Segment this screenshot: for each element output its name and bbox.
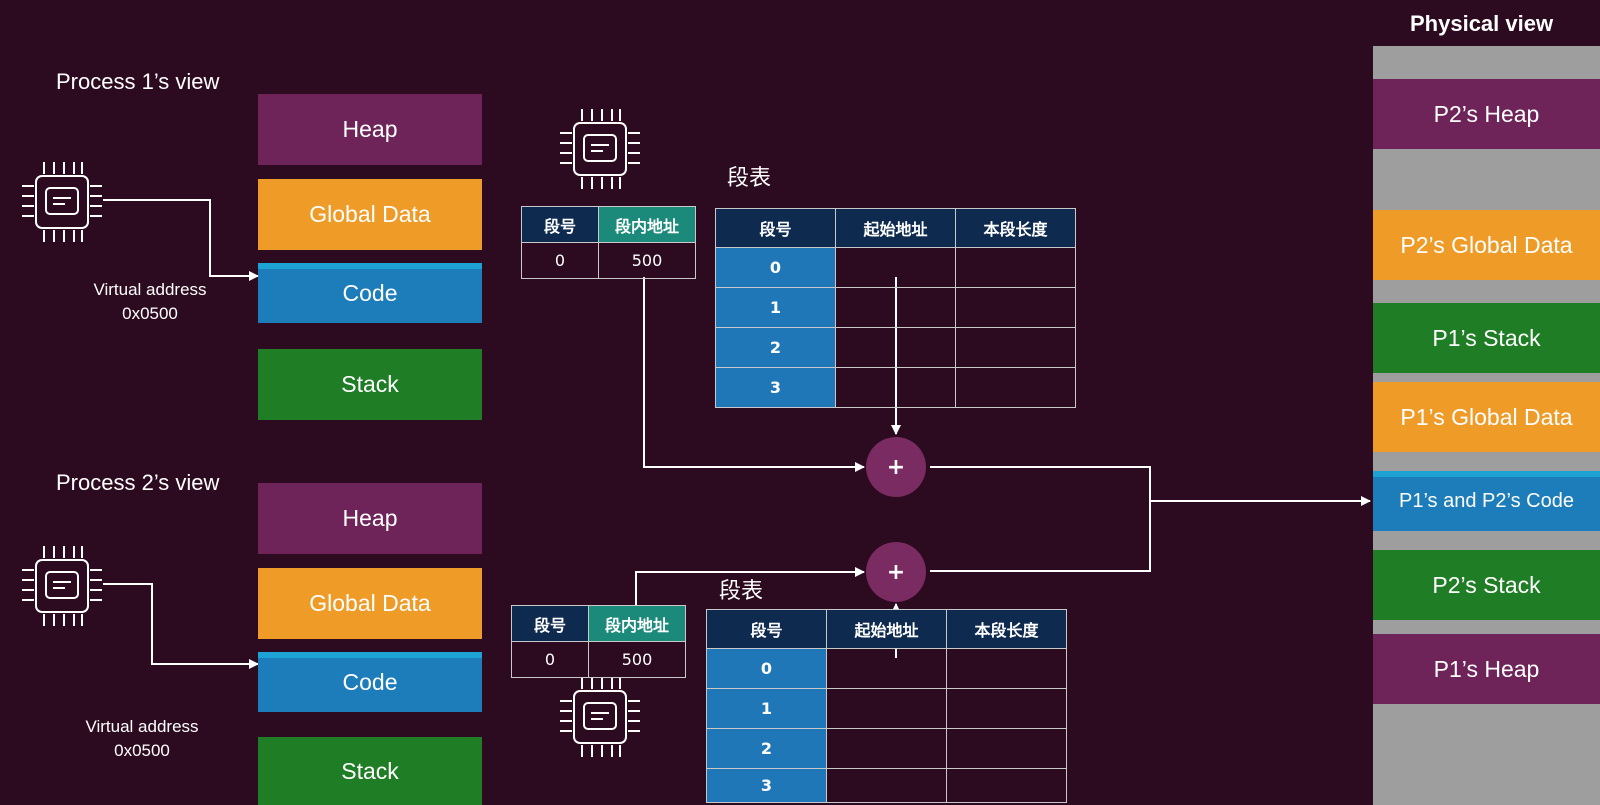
process2-virtual-address: Virtual address 0x0500 [62, 715, 222, 763]
arrow-offset-bottom-to-adder [635, 567, 865, 605]
segment-table-bottom-title: 段表 [719, 579, 764, 604]
process1-code-segment: Code [258, 263, 482, 323]
vaddr-label: Virtual address [93, 280, 207, 299]
line-adder-top-out [930, 466, 1151, 572]
adder-top: + [866, 437, 926, 497]
segment-table-index: 2 [706, 728, 827, 769]
process1-global-data-segment: Global Data [258, 179, 482, 250]
physical-p1-heap: P1’s Heap [1373, 634, 1600, 704]
table-cell [826, 688, 947, 729]
table-cell [835, 367, 956, 408]
segment-table-index: 3 [715, 367, 836, 408]
segment-table-top: 段号 起始地址 本段长度 0 1 2 3 [715, 208, 1076, 408]
table-cell [955, 287, 1076, 328]
vaddr-value: 0x0500 [114, 741, 170, 760]
segment-table-index: 0 [706, 648, 827, 689]
segment-table-header: 段号 [706, 609, 827, 649]
process2-global-data-segment: Global Data [258, 568, 482, 639]
process2-stack-segment: Stack [258, 737, 482, 805]
vaddr-value: 0x0500 [122, 304, 178, 323]
arrow-chip1-to-code [103, 199, 259, 281]
table-cell [946, 688, 1067, 729]
segment-table-header: 本段长度 [955, 208, 1076, 248]
segment-table-index: 3 [706, 768, 827, 803]
address-segment-number-value: 0 [521, 242, 599, 279]
segment-table-header: 本段长度 [946, 609, 1067, 649]
segment-table-index: 1 [715, 287, 836, 328]
table-cell [826, 768, 947, 803]
address-offset-value: 500 [598, 242, 696, 279]
cpu-chip-icon [22, 546, 102, 626]
table-cell [835, 287, 956, 328]
table-cell [826, 728, 947, 769]
vaddr-label: Virtual address [85, 717, 199, 736]
segment-table-header: 段号 [715, 208, 836, 248]
table-cell [955, 367, 1076, 408]
physical-p1-stack: P1’s Stack [1373, 303, 1600, 373]
process2-title: Process 2’s view [56, 470, 220, 495]
table-cell [835, 247, 956, 288]
cpu-chip-icon [560, 677, 640, 757]
address-col-offset: 段内地址 [598, 206, 696, 243]
cpu-chip-icon [560, 109, 640, 189]
segment-table-index: 2 [715, 327, 836, 368]
physical-view-title: Physical view [1410, 11, 1554, 36]
address-col-segment-number: 段号 [521, 206, 599, 243]
physical-p2-heap: P2’s Heap [1373, 79, 1600, 149]
physical-p2-stack: P2’s Stack [1373, 550, 1600, 620]
segment-table-bottom: 段号 起始地址 本段长度 0 1 2 3 [706, 609, 1067, 803]
table-cell [946, 768, 1067, 803]
arrow-chip2-to-code [103, 583, 259, 669]
address-col-segment-number: 段号 [511, 605, 589, 642]
segment-table-index: 0 [715, 247, 836, 288]
physical-p2-global-data: P2’s Global Data [1373, 210, 1600, 280]
address-offset-value: 500 [588, 641, 686, 678]
physical-p1-global-data: P1’s Global Data [1373, 382, 1600, 452]
table-cell [946, 728, 1067, 769]
address-segment-number-value: 0 [511, 641, 589, 678]
address-box-bottom: 段号 段内地址 0 500 [511, 605, 686, 678]
segment-table-index: 1 [706, 688, 827, 729]
table-cell [955, 327, 1076, 368]
process2-heap-segment: Heap [258, 483, 482, 554]
address-box-top: 段号 段内地址 0 500 [521, 206, 696, 279]
segment-table-top-title: 段表 [727, 166, 772, 191]
table-cell [946, 648, 1067, 689]
process2-code-segment: Code [258, 652, 482, 712]
arrow-offset-top-to-adder [643, 277, 865, 472]
adder-bottom: + [866, 542, 926, 602]
segment-table-header: 起始地址 [835, 208, 956, 248]
address-col-offset: 段内地址 [588, 605, 686, 642]
segment-table-header: 起始地址 [826, 609, 947, 649]
cpu-chip-icon [22, 162, 102, 242]
process1-heap-segment: Heap [258, 94, 482, 165]
table-cell [826, 648, 947, 689]
process1-title: Process 1’s view [56, 69, 220, 94]
table-cell [835, 327, 956, 368]
process1-virtual-address: Virtual address 0x0500 [70, 278, 230, 326]
physical-shared-code: P1’s and P2’s Code [1373, 471, 1600, 531]
process1-stack-segment: Stack [258, 349, 482, 420]
table-cell [955, 247, 1076, 288]
